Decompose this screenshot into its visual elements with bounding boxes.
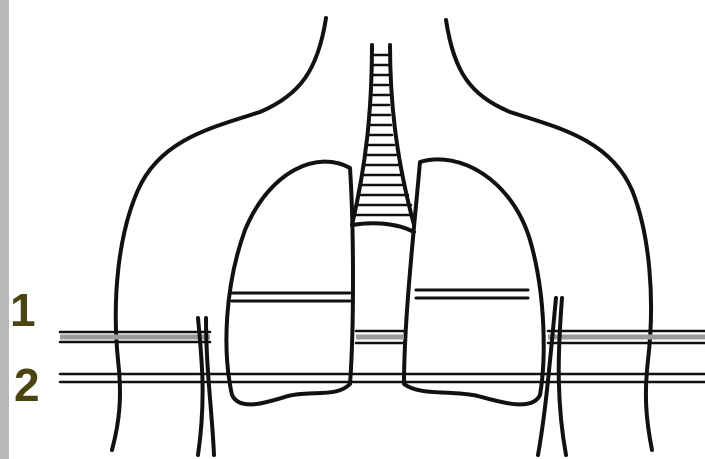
- level-2-label: 2: [14, 362, 40, 408]
- level-1-line: [60, 331, 705, 343]
- trachea-wall-right: [390, 45, 414, 225]
- left-lung: [226, 162, 353, 405]
- carina-arch: [352, 223, 414, 232]
- level-2-line: [60, 374, 705, 382]
- lung-level-lines: [232, 290, 528, 301]
- torso-outline-left: [112, 18, 326, 450]
- level-1-label: 1: [10, 287, 36, 333]
- right-lateral-rib: [559, 298, 566, 455]
- right-lung: [404, 159, 544, 404]
